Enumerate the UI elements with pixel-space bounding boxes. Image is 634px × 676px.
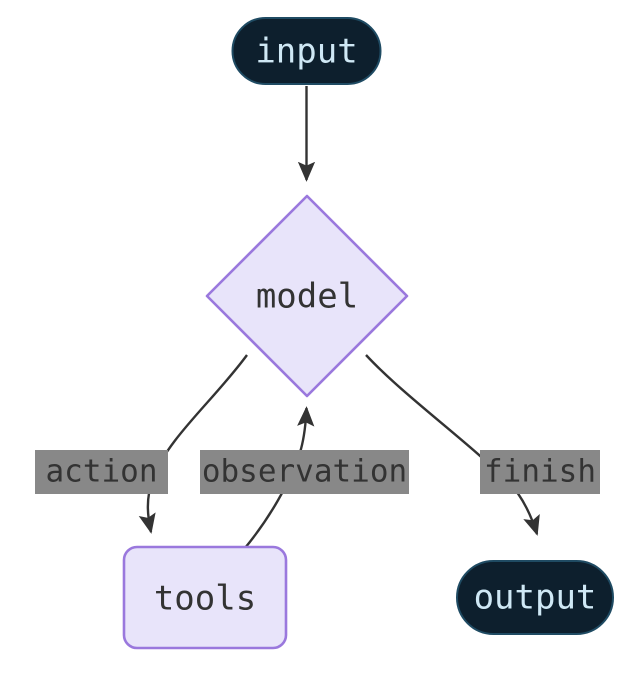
node-model-shape	[205, 194, 409, 398]
node-input-label: input	[255, 32, 357, 72]
node-input-shape	[231, 17, 382, 85]
edge-label-finish: finish	[480, 450, 600, 494]
node-output-label: output	[474, 578, 597, 618]
edge-label-action: action	[35, 450, 168, 494]
nodes-layer: input model tools output	[122, 17, 614, 650]
node-input[interactable]: input	[231, 17, 382, 85]
edge-label-finish-bg	[480, 450, 600, 494]
node-output-shape	[456, 560, 614, 635]
node-model-label: model	[256, 277, 358, 317]
node-output[interactable]: output	[456, 560, 614, 635]
edge-label-observation-text: observation	[202, 454, 407, 490]
edge-label-observation-bg	[200, 450, 409, 494]
edge-label-action-text: action	[46, 454, 158, 490]
edge-model-to-output	[365, 354, 540, 536]
edge-label-finish-text: finish	[484, 454, 596, 490]
edge-labels-layer: action observation finish	[35, 450, 600, 494]
node-tools[interactable]: tools	[122, 545, 288, 650]
node-tools-label: tools	[154, 579, 256, 619]
edge-model-to-tools	[138, 354, 248, 534]
node-tools-shape	[122, 545, 288, 650]
node-model[interactable]: model	[205, 194, 409, 398]
edge-label-observation: observation	[200, 450, 409, 494]
edge-label-action-bg	[35, 450, 168, 494]
